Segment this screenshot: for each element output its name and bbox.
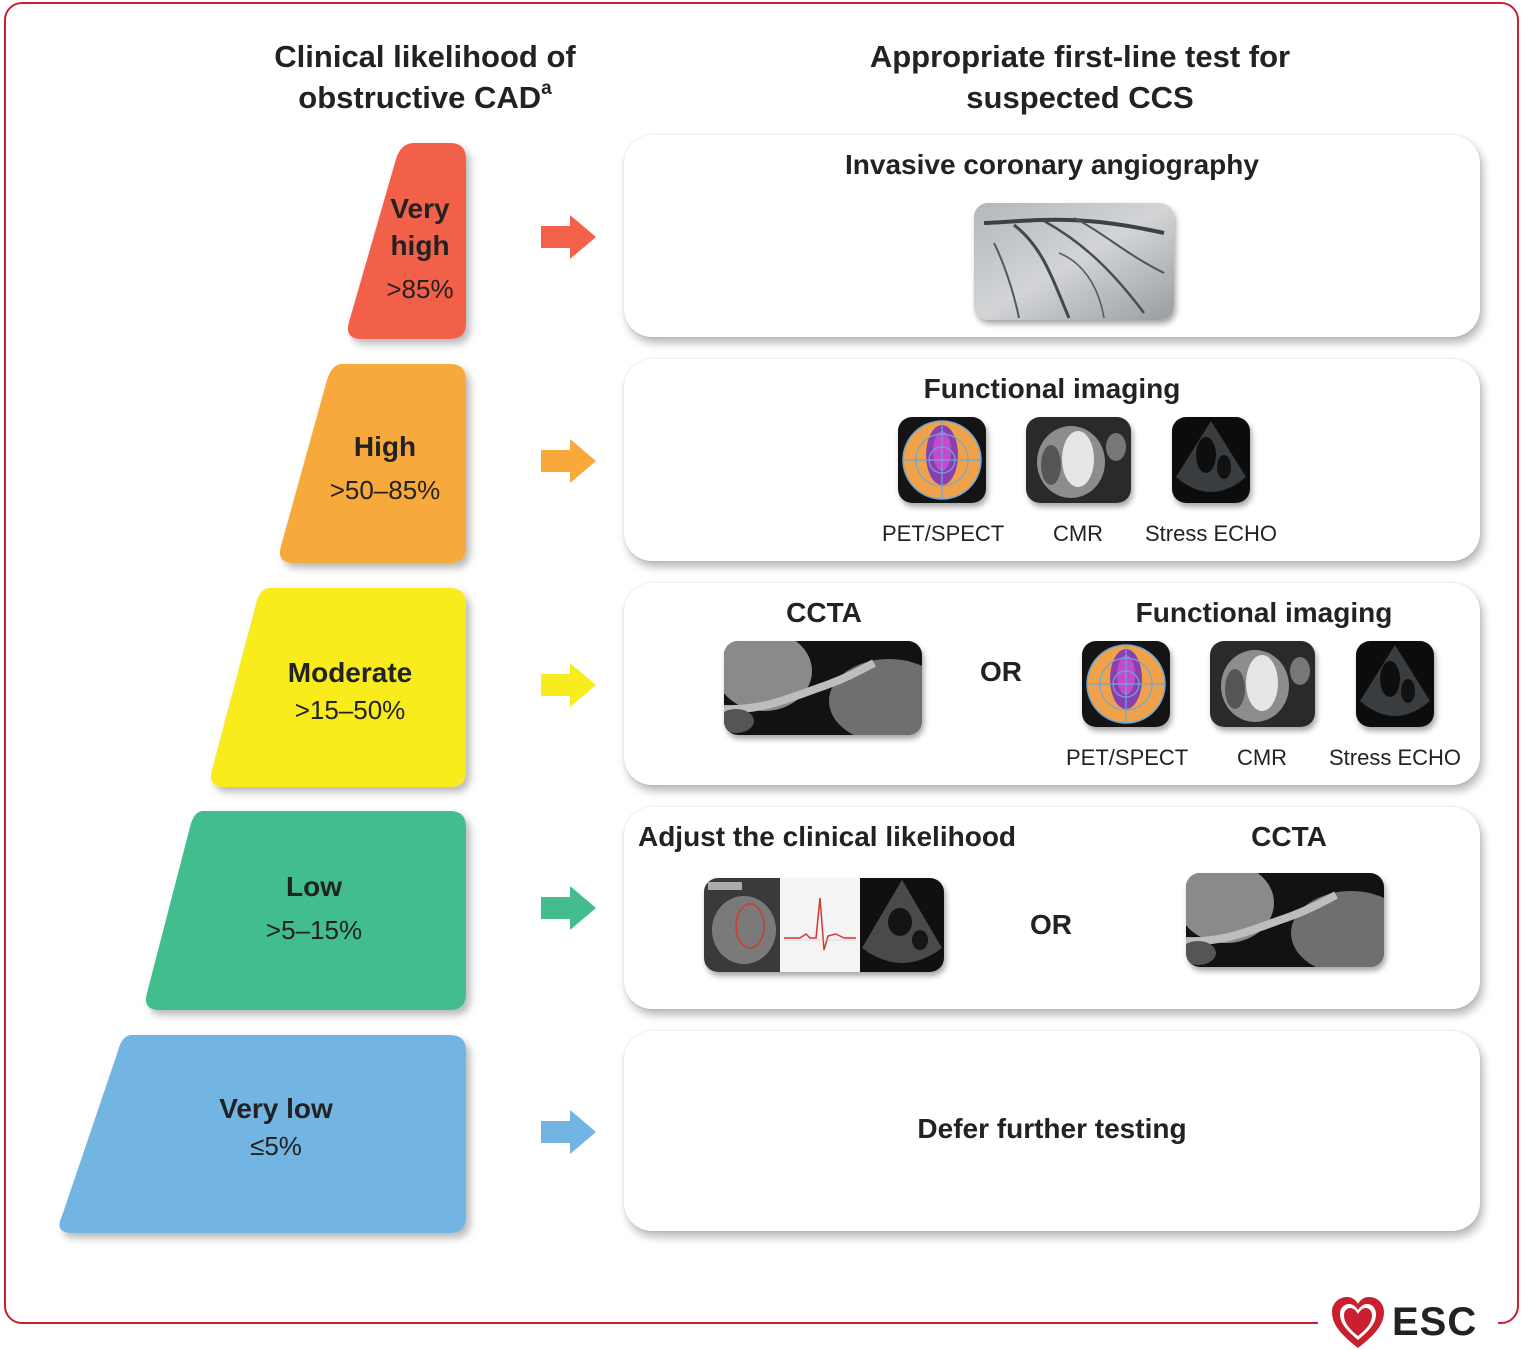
esc-heart-logo-icon: [1332, 1297, 1384, 1348]
tier-low-percent: >5–15%: [265, 915, 363, 945]
footnote-marker: a: [541, 78, 552, 99]
or-label-low: OR: [1030, 909, 1072, 940]
stress-echo-image-2: [1356, 641, 1434, 727]
tier-high-shape: [279, 364, 466, 563]
caption-pet-spect: PET/SPECT: [882, 521, 1005, 546]
test-title-functional-imaging: Functional imaging: [923, 373, 1181, 404]
angiography-image: [974, 203, 1174, 320]
tier-low-shape: [145, 811, 467, 1010]
tier-very-high-label: Very high >85%: [370, 190, 470, 306]
caption-cmr: CMR: [1052, 521, 1104, 546]
ccta-image: [724, 641, 922, 735]
tier-low-name: Low: [286, 871, 342, 902]
pet-spect-image: [898, 417, 986, 503]
test-title-ccta-2: CCTA: [1251, 821, 1327, 852]
tier-moderate-name: Moderate: [287, 657, 413, 688]
figure-frame: [4, 2, 1519, 1324]
tier-very-high-name-line2: high: [390, 230, 450, 261]
adjust-likelihood-image: [704, 878, 944, 972]
tier-moderate-percent: >15–50%: [294, 695, 406, 725]
test-title-adjust-likelihood: Adjust the clinical likelihood: [637, 821, 1017, 852]
test-box-high: Functional imaging PET/S: [624, 359, 1480, 561]
test-box-very-low: Defer further testing: [624, 1031, 1480, 1231]
stress-echo-image: [1172, 417, 1250, 503]
tier-very-high-name-line1: Very: [390, 193, 450, 224]
likelihood-header-line1: Clinical likelihood of: [274, 39, 576, 74]
esc-logo-text: ESC: [1392, 1300, 1478, 1344]
tier-moderate-label: Moderate >15–50%: [250, 654, 450, 727]
caption-stress-echo-2: Stress ECHO: [1328, 745, 1462, 770]
cmr-image-2: [1210, 641, 1315, 727]
tier-moderate-shape: [210, 588, 466, 787]
arrow-high: [541, 439, 596, 483]
caption-pet-spect-2: PET/SPECT: [1066, 745, 1189, 770]
arrow-very-low: [541, 1110, 596, 1154]
test-title-functional-imaging-2: Functional imaging: [1135, 597, 1393, 628]
test-box-very-high: Invasive coronary angiography: [624, 135, 1480, 337]
arrow-low: [541, 886, 596, 930]
tier-low-label: Low >5–15%: [214, 868, 414, 947]
tier-high-name: High: [353, 431, 417, 462]
cmr-image: [1026, 417, 1131, 503]
pet-spect-image-2: [1082, 641, 1170, 727]
tier-very-high-percent: >85%: [386, 274, 454, 304]
test-header-line2: suspected CCS: [966, 80, 1194, 115]
arrow-moderate: [541, 663, 596, 707]
tier-very-low-name: Very low: [219, 1093, 333, 1124]
ccta-image-2: [1186, 873, 1384, 967]
test-title-ccta: CCTA: [786, 597, 862, 628]
tier-high-percent: >50–85%: [329, 475, 441, 505]
likelihood-header: Clinical likelihood of obstructive CADa: [230, 36, 620, 118]
test-box-low: Adjust the clinical likelihood OR CCTA: [624, 807, 1480, 1009]
arrow-very-high: [541, 215, 596, 259]
tier-very-low-percent: ≤5%: [250, 1131, 302, 1161]
test-header-line1: Appropriate first-line test for: [869, 39, 1291, 74]
first-line-test-header: Appropriate first-line test for suspecte…: [800, 36, 1360, 118]
tier-very-high-shape: [347, 143, 466, 339]
caption-stress-echo: Stress ECHO: [1144, 521, 1278, 546]
test-box-moderate: CCTA OR Functional imaging: [624, 583, 1480, 785]
test-title-ica: Invasive coronary angiography: [845, 149, 1259, 180]
test-title-defer: Defer further testing: [917, 1113, 1187, 1144]
tier-very-low-label: Very low ≤5%: [176, 1090, 376, 1163]
tier-high-label: High >50–85%: [300, 428, 470, 507]
likelihood-header-line2: obstructive CAD: [298, 80, 542, 115]
or-label-moderate: OR: [980, 656, 1022, 687]
tier-very-low-shape: [59, 1035, 467, 1233]
caption-cmr-2: CMR: [1236, 745, 1288, 770]
